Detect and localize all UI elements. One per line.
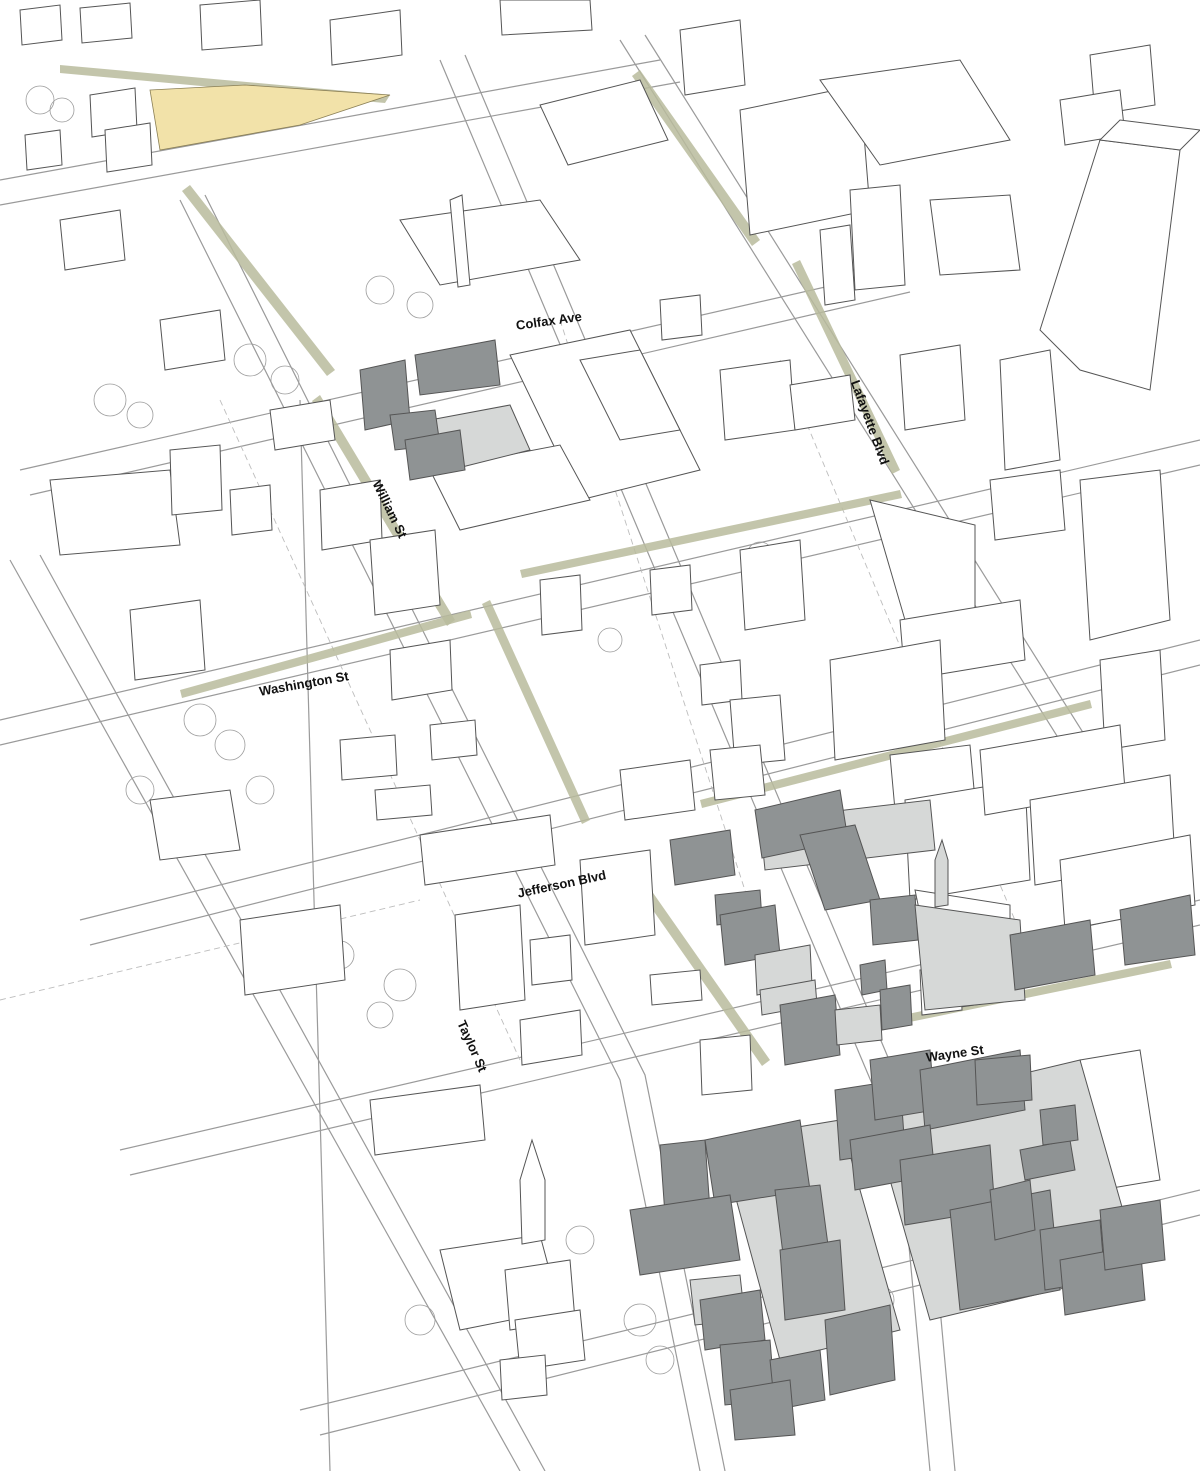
road-network [0, 34, 1200, 1471]
tree-canopy [25, 85, 974, 1375]
highlighted-lot [149, 84, 391, 151]
proposed-development [359, 339, 1196, 1441]
